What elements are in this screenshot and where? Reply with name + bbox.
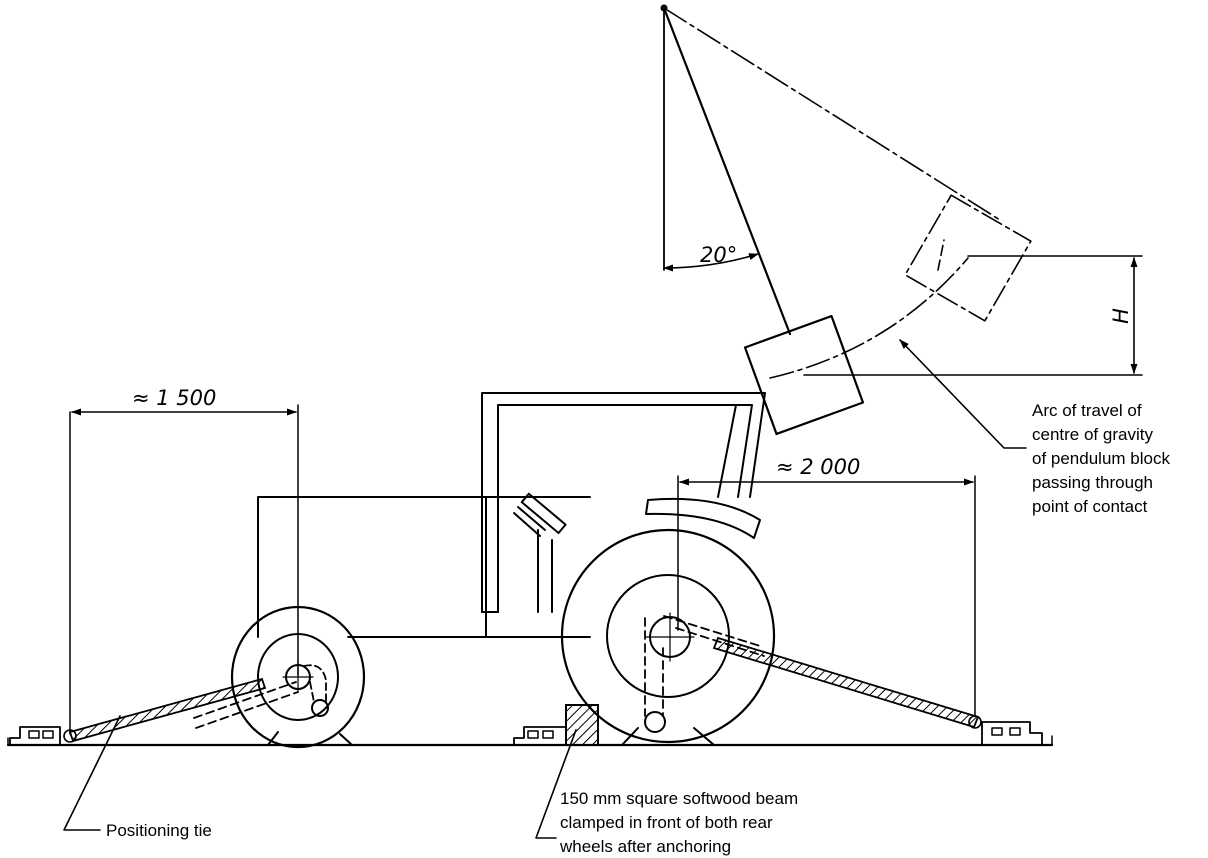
beam-callout-line: clamped in front of both rear (560, 813, 773, 832)
steering-wheel (513, 492, 567, 537)
ground-line (6, 735, 1054, 747)
pendulum-arm (662, 6, 792, 336)
beam-callout-line: 150 mm square softwood beam (560, 789, 798, 808)
arc-of-travel (769, 257, 969, 379)
arc-callout-line: of pendulum block (1032, 449, 1170, 468)
arc-callout-line: centre of gravity (1032, 425, 1153, 444)
rear-wheel (560, 528, 776, 746)
pendulum-raised-centreline (663, 7, 1001, 221)
arc-callout-line: passing through (1032, 473, 1153, 492)
height-dimension (803, 255, 1143, 376)
pendulum-block (743, 314, 865, 436)
arc-callout-line: Arc of travel of (1032, 401, 1142, 420)
arc-callout-leader (899, 339, 1027, 449)
positioning-tie-label: Positioning tie (106, 821, 212, 840)
beam-callout-leader (535, 729, 577, 839)
middle-ground-anchor (513, 726, 567, 746)
rear-fender (645, 497, 761, 539)
rear-distance-label: ≈ 2 000 (776, 455, 860, 479)
front-distance-label: ≈ 1 500 (132, 386, 216, 410)
pendulum-angle-label: 20° (700, 243, 737, 267)
front-wheel (193, 605, 366, 749)
front-ground-anchor (9, 726, 77, 746)
pendulum-raised-block (904, 194, 1032, 322)
height-label: H (1109, 308, 1133, 324)
tractor-body (257, 496, 591, 638)
angle-arc (663, 253, 759, 272)
rear-ground-anchor (968, 715, 1043, 746)
front-distance-dimension (69, 404, 299, 735)
rear-distance-dimension (677, 475, 976, 717)
beam-callout-text: 150 mm square softwood beam clamped in f… (559, 789, 798, 856)
rear-positioning-tie (712, 636, 980, 729)
arc-callout-text: Arc of travel of centre of gravity of pe… (1032, 401, 1170, 516)
beam-callout-line: wheels after anchoring (559, 837, 731, 856)
arc-callout-line: point of contact (1032, 497, 1148, 516)
tie-callout-leader (63, 715, 121, 831)
cab-frame (481, 392, 766, 613)
front-positioning-tie (68, 677, 267, 743)
